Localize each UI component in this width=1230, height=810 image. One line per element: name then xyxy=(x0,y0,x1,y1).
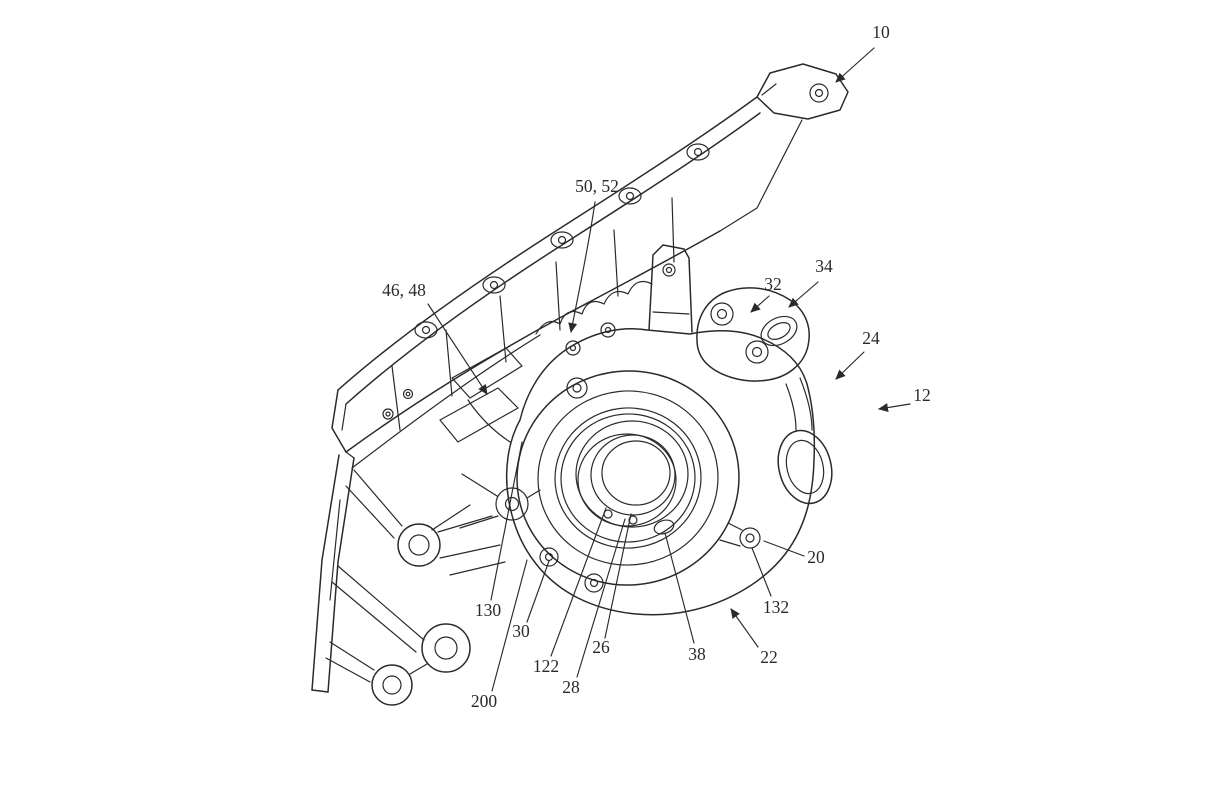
gasket-scallop-edge xyxy=(535,281,653,356)
ref-label-50-52: 50, 52 xyxy=(575,176,619,196)
ref-label-12: 12 xyxy=(913,385,931,405)
mount-bracket xyxy=(311,451,506,706)
ref-label-22: 22 xyxy=(760,647,778,667)
leader-24 xyxy=(835,351,865,380)
leader-130 xyxy=(490,441,523,601)
front-cover-housing xyxy=(459,244,833,616)
leader-12 xyxy=(878,403,911,413)
ref-label-30: 30 xyxy=(512,621,530,641)
leader-20 xyxy=(763,540,805,557)
leader-38 xyxy=(664,532,695,644)
leader-34 xyxy=(788,281,819,308)
ref-label-122: 122 xyxy=(533,656,559,676)
ref-label-32: 32 xyxy=(764,274,782,294)
leader-22 xyxy=(730,608,759,648)
leader-30 xyxy=(526,560,550,623)
ref-label-132: 132 xyxy=(763,597,789,617)
leader-28 xyxy=(576,518,626,678)
leader-122 xyxy=(550,507,607,657)
leader-10 xyxy=(835,47,875,83)
leader-132 xyxy=(751,547,772,597)
reference-labels: 10 50, 52 46, 48 32 34 24 12 20 132 22 3… xyxy=(382,22,931,711)
ref-label-26: 26 xyxy=(592,637,610,657)
ref-label-20: 20 xyxy=(807,547,825,567)
ref-label-46-48: 46, 48 xyxy=(382,280,426,300)
leader-26 xyxy=(604,513,632,639)
ref-label-34: 34 xyxy=(815,256,833,276)
ref-label-10: 10 xyxy=(872,22,890,42)
ref-label-24: 24 xyxy=(862,328,880,348)
leader-50-52 xyxy=(568,201,596,333)
leader-32 xyxy=(750,295,770,313)
ref-label-200: 200 xyxy=(471,691,498,711)
ref-label-28: 28 xyxy=(562,677,580,697)
ref-label-38: 38 xyxy=(688,644,706,664)
leader-lines xyxy=(427,47,911,692)
frame-rail xyxy=(331,63,849,469)
leader-46-48 xyxy=(427,303,488,395)
rail-pockets xyxy=(439,347,523,443)
ref-label-130: 130 xyxy=(475,600,502,620)
leader-200 xyxy=(491,559,528,692)
